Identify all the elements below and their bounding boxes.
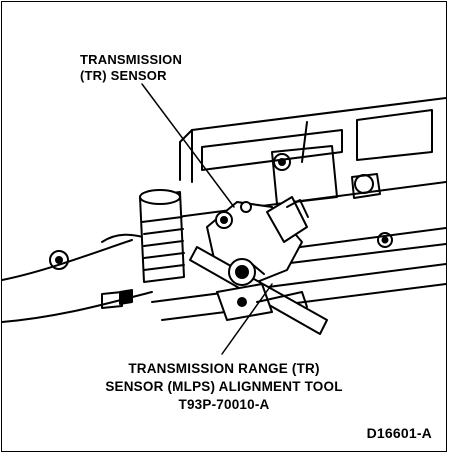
alignment-tool-leader (221, 283, 273, 355)
tr-sensor-callout: TRANSMISSION (TR) SENSOR (80, 52, 182, 84)
alignment-tool-callout: TRANSMISSION RANGE (TR) SENSOR (MLPS) AL… (2, 360, 446, 414)
leader-lines (141, 83, 273, 355)
tr-sensor-leader (141, 83, 235, 208)
case-bolts (49, 153, 393, 270)
transmission-illustration (2, 83, 446, 355)
alignment-tool-callout-line3: T93P-70010-A (178, 397, 270, 412)
wiring-harness (2, 233, 153, 323)
alignment-tool-callout-line1: TRANSMISSION RANGE (TR) (128, 361, 320, 376)
tr-sensor (206, 196, 309, 285)
tr-sensor-callout-line2: (TR) SENSOR (80, 68, 167, 83)
figure-id: D16601-A (366, 425, 432, 441)
manual-lever-linkage (216, 283, 308, 321)
transmission-case (151, 97, 446, 321)
tr-sensor-callout-line1: TRANSMISSION (80, 52, 183, 67)
alignment-tool-callout-line2: SENSOR (MLPS) ALIGNMENT TOOL (105, 379, 343, 394)
solenoid-cylinder (101, 189, 185, 309)
